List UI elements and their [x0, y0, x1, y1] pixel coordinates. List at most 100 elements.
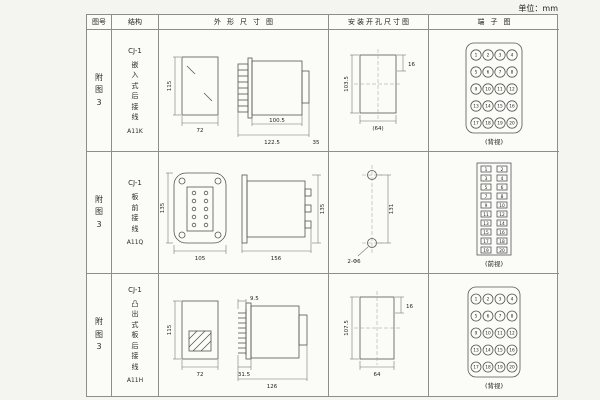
install-drawing-row2: 131 2-Φ6 — [347, 164, 395, 265]
dimension-label: 115 — [167, 324, 173, 335]
terminal-number: 16 — [509, 103, 515, 109]
terminal-number: 20 — [509, 120, 515, 126]
structure-label: 凸出式板后接线 — [131, 299, 139, 371]
terminal-drawing-row1: 1 2 3 4 5 6 7 8 9 10 11 12 13 14 15 16 1… — [465, 42, 523, 146]
terminal-number: 11 — [497, 86, 503, 92]
cell-outline-row3: 115 72 9.5 31.5 — [159, 274, 329, 396]
terminal-number: 9 — [475, 86, 478, 92]
terminal-number: 11 — [497, 331, 503, 337]
install-drawing-row1: 103.5 16 (64) — [344, 48, 415, 132]
header-terminal: 端子图 — [429, 15, 559, 30]
structure-label: 板前接线 — [131, 193, 139, 233]
terminal-number: 18 — [499, 238, 505, 244]
terminal-number: 18 — [485, 365, 491, 371]
terminal-number: 2 — [501, 166, 504, 172]
model-label: CJ-1 — [128, 179, 142, 187]
dimension-label: 9.5 — [250, 296, 259, 302]
structure-label: 嵌入式后接线 — [131, 60, 139, 122]
dimension-label: 103.5 — [344, 75, 350, 91]
terminal-number: 4 — [511, 297, 514, 303]
dimension-label: 135 — [320, 203, 326, 214]
dimension-label: 115 — [167, 80, 173, 91]
terminal-number: 15 — [483, 229, 489, 235]
terminal-number: 13 — [483, 220, 489, 226]
terminal-number: 10 — [499, 202, 505, 208]
cell-terminal-row2: 1 2 3 4 5 6 7 8 9 10 11 12 13 14 15 16 1… — [429, 152, 559, 274]
cell-structure-row3: CJ-1 凸出式板后接线 A11H — [112, 274, 159, 396]
dimension-label: 105 — [194, 256, 205, 262]
type-code-label: A11H — [126, 377, 144, 385]
terminal-number: 8 — [501, 193, 504, 199]
cell-fig-no-row1: 附图3 — [87, 30, 112, 152]
dimension-label: 122.5 — [264, 140, 280, 146]
cell-outline-row1: 115 72 100.5 122.5 35 — [159, 30, 329, 152]
terminal-number: 3 — [499, 297, 502, 303]
fig-no-label: 附图3 — [95, 72, 103, 107]
cell-outline-row2: 135 105 156 135 — [159, 152, 329, 274]
terminal-number: 17 — [473, 120, 479, 126]
dimension-label: 16 — [406, 304, 413, 310]
terminal-number: 5 — [485, 184, 488, 190]
cell-terminal-row1: 1 2 3 4 5 6 7 8 9 10 11 12 13 14 15 16 1… — [429, 30, 559, 152]
terminal-number: 1 — [475, 297, 478, 303]
unit-label: 单位：mm — [518, 4, 558, 13]
header-structure: 结构 — [112, 15, 159, 30]
terminal-number: 8 — [511, 314, 514, 320]
dimension-label: 72 — [196, 128, 203, 134]
terminal-number: 2 — [487, 52, 490, 58]
install-drawing-row3: 107.5 16 64 — [344, 291, 413, 378]
dimension-label: 135 — [160, 202, 166, 213]
cell-structure-row2: CJ-1 板前接线 A11Q — [112, 152, 159, 274]
terminal-number: 6 — [501, 184, 504, 190]
terminal-number: 2 — [487, 297, 490, 303]
cell-terminal-row3: 1 2 3 4 5 6 7 8 9 10 11 12 13 14 15 16 1… — [429, 274, 559, 396]
terminal-number: 19 — [497, 365, 503, 371]
terminal-number: 3 — [499, 52, 502, 58]
terminal-number: 11 — [483, 211, 489, 217]
terminal-number: 12 — [509, 331, 515, 337]
terminal-number: 20 — [499, 247, 505, 253]
fig-no-label: 附图3 — [95, 317, 103, 352]
terminal-number: 10 — [485, 86, 491, 92]
terminal-number: 15 — [497, 103, 503, 109]
terminal-number: 20 — [509, 365, 515, 371]
dimension-label: 107.5 — [344, 320, 350, 336]
header-fig-no: 图号 — [87, 15, 112, 30]
dimension-label: (64) — [372, 126, 383, 132]
model-label: CJ-1 — [128, 46, 142, 55]
terminal-number: 7 — [499, 69, 502, 75]
terminal-number: 17 — [473, 365, 479, 371]
dimension-label: 16 — [408, 62, 415, 68]
terminal-number: 7 — [485, 193, 488, 199]
view-label: (背视) — [485, 381, 503, 390]
dimension-label: 31.5 — [237, 372, 250, 378]
terminal-number: 19 — [497, 120, 503, 126]
dimension-label: 126 — [266, 384, 277, 390]
cell-fig-no-row2: 附图3 — [87, 152, 112, 274]
dimension-label: 72 — [196, 372, 203, 378]
terminal-number: 14 — [485, 103, 491, 109]
outline-drawing-row1: 115 72 100.5 122.5 35 — [167, 56, 319, 146]
terminal-number: 15 — [497, 348, 503, 354]
terminal-number: 4 — [511, 52, 514, 58]
dimension-label: 64 — [373, 372, 380, 378]
terminal-number: 5 — [475, 314, 478, 320]
terminal-number: 13 — [473, 348, 479, 354]
terminal-number: 12 — [509, 86, 515, 92]
terminal-drawing-row3: 1 2 3 4 5 6 7 8 9 10 11 12 13 14 15 16 1… — [467, 286, 521, 390]
terminal-number: 7 — [499, 314, 502, 320]
terminal-number: 10 — [485, 331, 491, 337]
terminal-drawing-row2: 1 2 3 4 5 6 7 8 9 10 11 12 13 14 15 16 1… — [476, 162, 512, 268]
cell-install-row3: 107.5 16 64 — [329, 274, 429, 396]
header-install: 安装开孔尺寸图 — [329, 15, 429, 30]
dimension-label: 156 — [270, 256, 281, 262]
terminal-number: 1 — [475, 52, 478, 58]
dimension-label: 2-Φ6 — [347, 259, 361, 265]
view-label: (前视) — [485, 259, 503, 268]
dimension-label: 100.5 — [269, 118, 285, 124]
terminal-number: 19 — [483, 247, 489, 253]
cell-fig-no-row3: 附图3 — [87, 274, 112, 396]
terminal-number: 12 — [499, 211, 505, 217]
terminal-number: 4 — [501, 175, 504, 181]
terminal-number: 13 — [473, 103, 479, 109]
